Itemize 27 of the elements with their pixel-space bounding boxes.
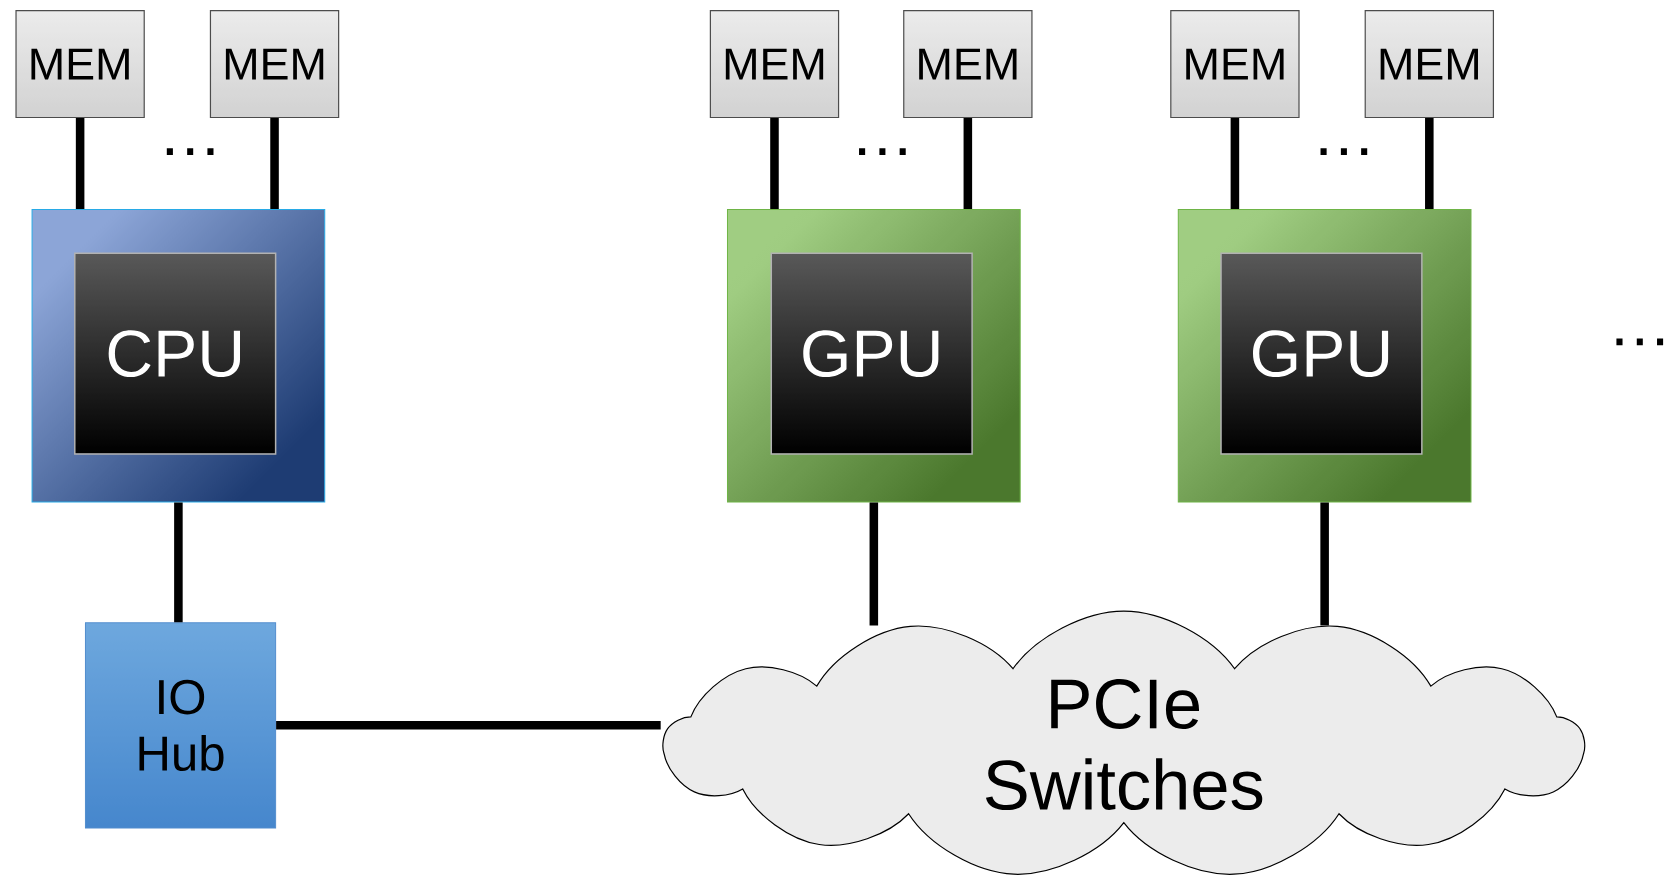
connector-line <box>963 118 973 209</box>
chip-die: CPU <box>74 252 277 455</box>
connector-line <box>1230 118 1240 209</box>
connector-line <box>270 118 279 209</box>
memory-box: MEM <box>209 10 340 119</box>
connector-line <box>869 502 879 626</box>
connector-line <box>1320 502 1329 626</box>
connector-line <box>276 721 661 730</box>
cpu-package <box>31 208 326 503</box>
memory-box: MEM <box>1364 10 1494 119</box>
ellipsis: … <box>166 148 214 156</box>
connector-line <box>1425 118 1434 209</box>
memory-box: MEM <box>903 10 1033 119</box>
connector-line <box>770 118 779 209</box>
chip-die: GPU <box>770 252 973 455</box>
connector-line <box>174 502 183 623</box>
connector-line <box>75 118 85 209</box>
memory-box: MEM <box>15 10 145 119</box>
io-hub-box: IO Hub <box>84 622 277 829</box>
ellipsis: … <box>859 148 906 156</box>
gpu-package <box>727 208 1021 503</box>
ellipsis: … <box>1616 338 1664 346</box>
chip-die: GPU <box>1220 252 1423 455</box>
memory-box: MEM <box>709 10 840 119</box>
gpu-package <box>1177 208 1472 503</box>
ellipsis: … <box>1320 148 1368 156</box>
memory-box: MEM <box>1170 10 1300 119</box>
